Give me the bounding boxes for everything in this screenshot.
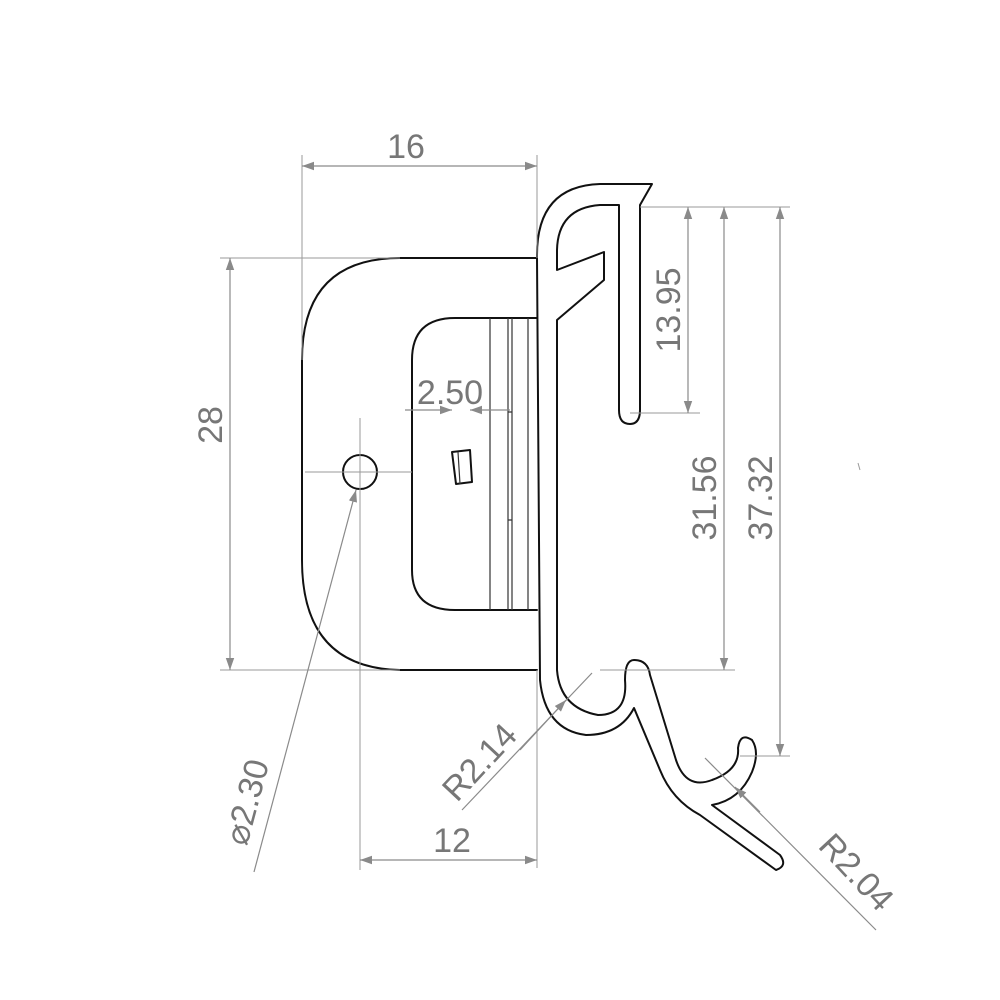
dim-height-overall: 37.32 [700, 206, 790, 757]
dim-label-13-95: 13.95 [650, 267, 688, 352]
dim-hook-depth: 13.95 [630, 206, 700, 414]
dim-label-16: 16 [387, 128, 425, 166]
dim-label-r2-04: R2.04 [811, 826, 901, 918]
dim-label-31-56: 31.56 [686, 455, 724, 540]
dim-radius-small: R2.14 [435, 672, 593, 811]
dim-label-diameter: ⌀2.30 [218, 755, 277, 849]
dim-label-r2-14: R2.14 [435, 716, 525, 808]
spring-clip [536, 183, 785, 871]
buckle-body [301, 257, 538, 671]
dim-width-bottom: 12 [360, 670, 538, 868]
dim-slot-width: 2.50 [405, 374, 510, 415]
stray-mark [857, 462, 861, 471]
dim-label-2-50: 2.50 [417, 374, 483, 412]
dim-label-12: 12 [433, 822, 471, 860]
dim-label-28: 28 [192, 406, 230, 444]
dim-height-left: 28 [192, 257, 400, 671]
dim-width-top: 16 [301, 128, 538, 360]
dim-height-inner: 31.56 [600, 206, 735, 671]
dim-radius-tail: R2.04 [704, 757, 901, 931]
dim-label-37-32: 37.32 [742, 455, 780, 540]
dim-hole-diameter: ⌀2.30 [218, 489, 357, 873]
hole-centerlines [305, 418, 412, 870]
